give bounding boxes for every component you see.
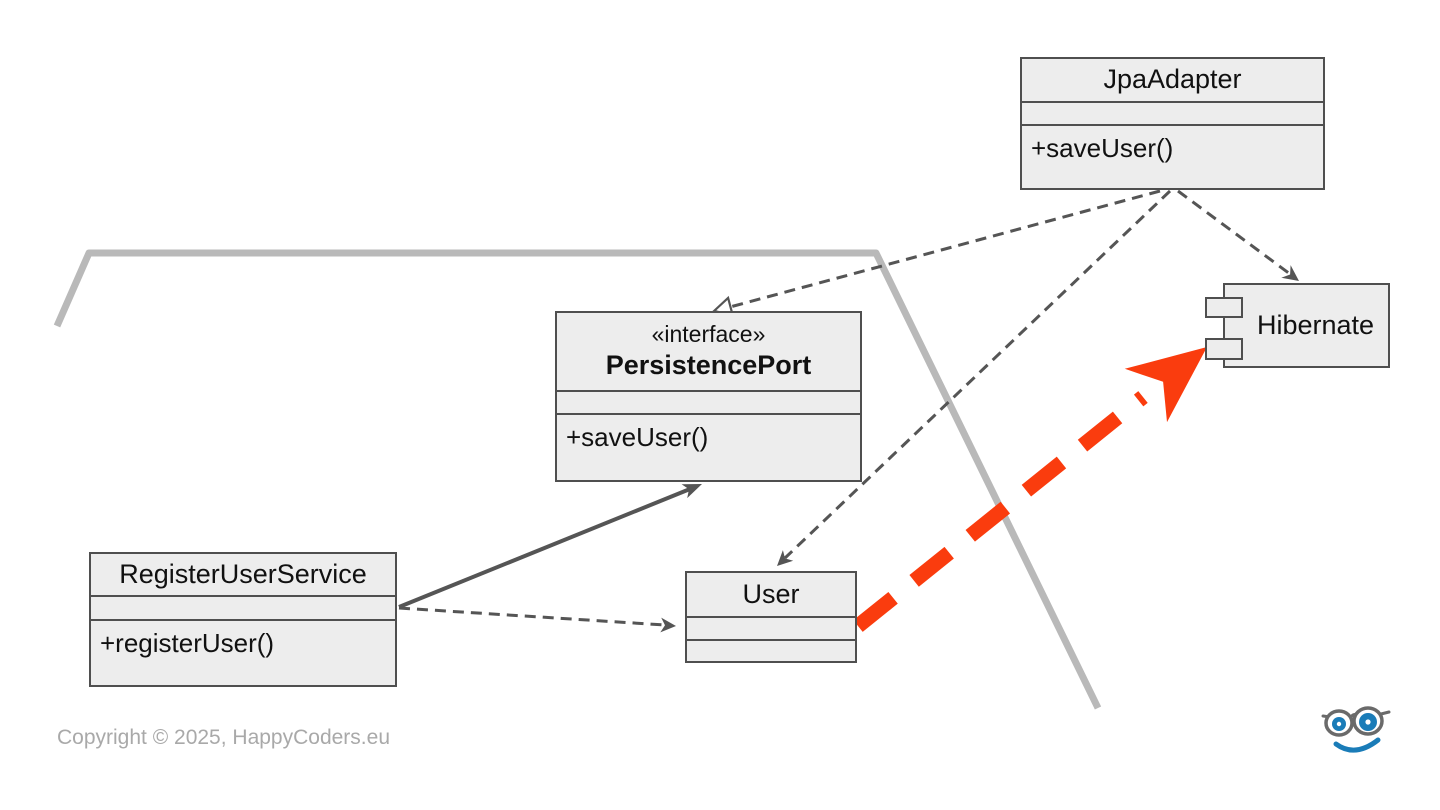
compartment-divider: [1022, 124, 1323, 126]
copyright-text: Copyright © 2025, HappyCoders.eu: [57, 726, 390, 749]
attributes-compartment: [1022, 103, 1323, 124]
attributes-compartment: [687, 618, 855, 639]
compartment-divider: [687, 616, 855, 618]
forbidden-dependency-line-user-hibernate: [853, 391, 1148, 632]
hexagon-boundary-line: [53, 249, 1102, 710]
vee-arrowhead-icon: [777, 550, 794, 566]
filled-arrowhead-icon: [681, 484, 702, 499]
component-port-icon: [1205, 297, 1243, 318]
method-label: +saveUser(): [1031, 133, 1174, 163]
vee-arrowhead-icon: [1281, 265, 1299, 281]
compartment-divider: [687, 639, 855, 641]
class-box-jpaadapter: JpaAdapter +saveUser(): [1020, 57, 1325, 190]
component-port-icon: [1205, 338, 1243, 360]
component-box-hibernate: Hibernate: [1205, 283, 1390, 368]
compartment-divider: [557, 390, 860, 392]
association-line-registeruserservice-persistenceport: [398, 487, 691, 609]
class-box-registeruserservice: RegisterUserService +registerUser(): [89, 552, 397, 687]
class-box-user: User: [685, 571, 857, 663]
dependency-line-registeruserservice-user: [398, 606, 666, 627]
attributes-compartment: [557, 392, 860, 413]
class-name: RegisterUserService: [119, 558, 367, 589]
compartment-divider: [1022, 101, 1323, 103]
compartment-divider: [557, 413, 860, 415]
interface-box-persistenceport: «interface» PersistencePort +saveUser(): [555, 311, 862, 482]
class-name: JpaAdapter: [1103, 64, 1242, 95]
stereotype-label: «interface»: [651, 321, 766, 348]
red-arrowhead-icon: [1124, 347, 1207, 423]
vee-arrowhead-icon: [660, 617, 676, 633]
compartment-divider: [91, 619, 395, 621]
class-name: PersistencePort: [605, 350, 812, 380]
class-name: User: [742, 578, 800, 609]
dependency-line-jpaadapter-hibernate: [1177, 189, 1291, 276]
method-label: +saveUser(): [566, 422, 709, 452]
component-name: Hibernate: [1256, 310, 1375, 340]
attributes-compartment: [91, 597, 395, 619]
method-label: +registerUser(): [100, 628, 275, 658]
happycoders-logo-icon: [1321, 706, 1391, 753]
methods-compartment: [687, 641, 855, 661]
realization-line-jpaadapter-persistenceport: [729, 189, 1161, 309]
interface-title: «interface» PersistencePort: [557, 313, 860, 390]
compartment-divider: [91, 595, 395, 597]
